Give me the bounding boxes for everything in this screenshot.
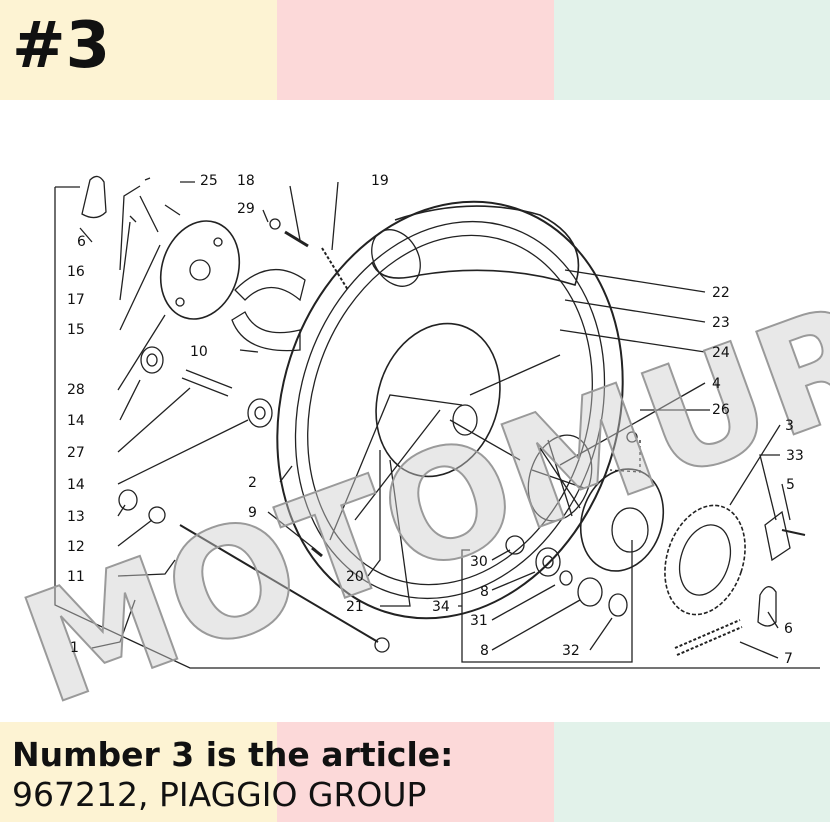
label-9: 9 [248, 505, 257, 521]
label-14a: 14 [67, 413, 85, 429]
label-19: 19 [371, 173, 389, 189]
label-11: 11 [67, 569, 85, 585]
band-yellow [0, 0, 277, 100]
exploded-wheel-diagram: MOTOMURCIA 6 16 17 15 28 14 27 14 13 12 … [2, 172, 830, 722]
label-15: 15 [67, 322, 85, 338]
label-17: 17 [67, 292, 85, 308]
label-6a: 6 [77, 234, 86, 250]
caption: Number 3 is the article: 967212, PIAGGIO… [12, 735, 453, 814]
label-18: 18 [237, 173, 255, 189]
label-32: 32 [562, 643, 580, 659]
label-33: 33 [786, 448, 804, 464]
label-31: 31 [470, 613, 488, 629]
label-3: 3 [785, 418, 794, 434]
label-14b: 14 [67, 477, 85, 493]
label-1: 1 [70, 640, 79, 656]
caption-article: 967212, PIAGGIO GROUP [12, 774, 427, 814]
band-pink [277, 722, 554, 822]
label-25: 25 [200, 173, 218, 189]
label-21: 21 [346, 599, 364, 615]
label-12: 12 [67, 539, 85, 555]
label-34: 34 [432, 599, 450, 615]
label-20: 20 [346, 569, 364, 585]
label-4: 4 [712, 376, 721, 392]
label-13: 13 [67, 509, 85, 525]
label-5: 5 [786, 477, 795, 493]
item-number-badge: #3 [12, 9, 111, 83]
label-7: 7 [784, 651, 793, 667]
label-22: 22 [712, 285, 730, 301]
label-30: 30 [470, 554, 488, 570]
label-6b: 6 [784, 621, 793, 637]
label-28: 28 [67, 382, 85, 398]
label-24: 24 [712, 345, 730, 361]
label-8b: 8 [480, 643, 489, 659]
label-29: 29 [237, 201, 255, 217]
label-26: 26 [712, 402, 730, 418]
label-2: 2 [248, 475, 257, 491]
label-10: 10 [190, 344, 208, 360]
band-pink [277, 0, 554, 100]
band-green [554, 0, 830, 100]
label-23: 23 [712, 315, 730, 331]
caption-heading: Number 3 is the article: [12, 735, 454, 774]
label-16: 16 [67, 264, 85, 280]
band-yellow [0, 722, 277, 822]
bottom-color-band [0, 722, 830, 822]
watermark-text: MOTOMURCIA [3, 173, 830, 722]
top-color-band [0, 0, 830, 100]
band-green [554, 722, 830, 822]
label-27: 27 [67, 445, 85, 461]
label-8a: 8 [480, 584, 489, 600]
